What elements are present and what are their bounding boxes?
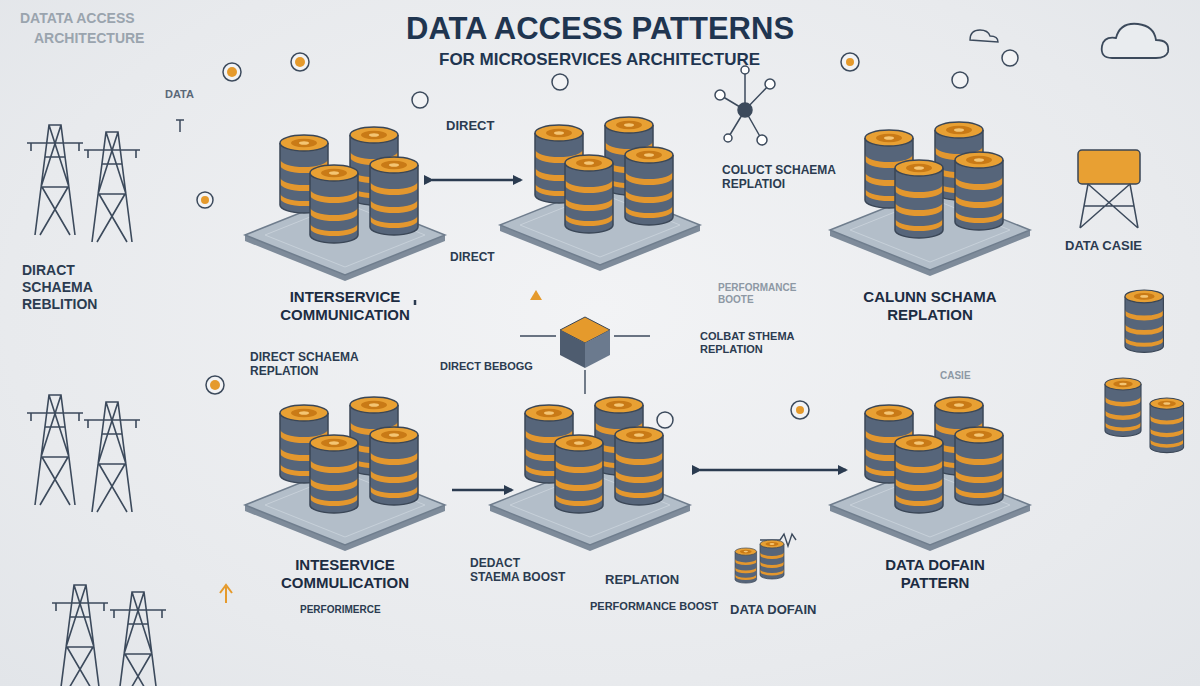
- label-text: DATA DOFAIN: [730, 602, 816, 618]
- data-cache-stand: [1078, 150, 1140, 228]
- label-text: FOR MICROSERVICES ARCHITECTURE: [439, 50, 760, 70]
- pattern-node: CALUNN SCHAMA REPLATION: [820, 288, 1040, 324]
- label-text: DATA: [165, 88, 194, 101]
- label-text: DEDACT STAEMA BOOST: [470, 556, 570, 585]
- label-text: DIRACT SCHAEMA REBLITION: [22, 262, 134, 312]
- label-text: PERFORMANCE BOOST: [590, 600, 718, 613]
- pattern-node: INTERSERVICE COMMUNICATION: [235, 288, 455, 324]
- node-caption: DATA DOFAIN PATTERN: [855, 556, 1015, 592]
- cube-hub: [520, 317, 650, 394]
- small-icons: [176, 50, 1018, 603]
- label-text: DATATA ACCESS: [20, 10, 135, 27]
- arrows: [415, 180, 846, 490]
- label-text: DATA CASIE: [1065, 238, 1142, 254]
- node-caption: INTERSERVICE COMMUNICATION: [235, 288, 455, 324]
- network-icon: [715, 66, 775, 145]
- label-text: ARCHITECTURE: [34, 30, 144, 47]
- title: DATA ACCESS PATTERNS: [406, 10, 794, 47]
- label-text: PERFORIMERCE: [300, 604, 381, 616]
- label-text: DIRECT SCHAEMA REPLATION: [250, 350, 385, 379]
- label-text: COLBAT STHEMA REPLATION: [700, 330, 818, 356]
- towers: [27, 125, 166, 686]
- label-text: PERFORMANCE BOOTE: [718, 282, 813, 306]
- cloud-icon: [970, 24, 1168, 58]
- pattern-node: INTESERVICE COMMULICATION: [235, 556, 455, 592]
- label-text: REPLATION: [605, 572, 679, 588]
- label-text: DIRECT: [450, 250, 495, 264]
- pattern-node: DATA DOFAIN PATTERN: [855, 556, 1015, 592]
- label-text: CASIE: [940, 370, 971, 382]
- mini-databases: [735, 290, 1184, 583]
- label-text: DIRECT: [446, 118, 494, 134]
- node-caption: CALUNN SCHAMA REPLATION: [820, 288, 1040, 324]
- database-clusters: [245, 117, 1030, 551]
- node-caption: INTESERVICE COMMULICATION: [235, 556, 455, 592]
- label-text: DIRECT BEBOGG: [440, 360, 533, 373]
- label-text: COLUCT SCHAEMA REPLATIOI: [722, 163, 840, 192]
